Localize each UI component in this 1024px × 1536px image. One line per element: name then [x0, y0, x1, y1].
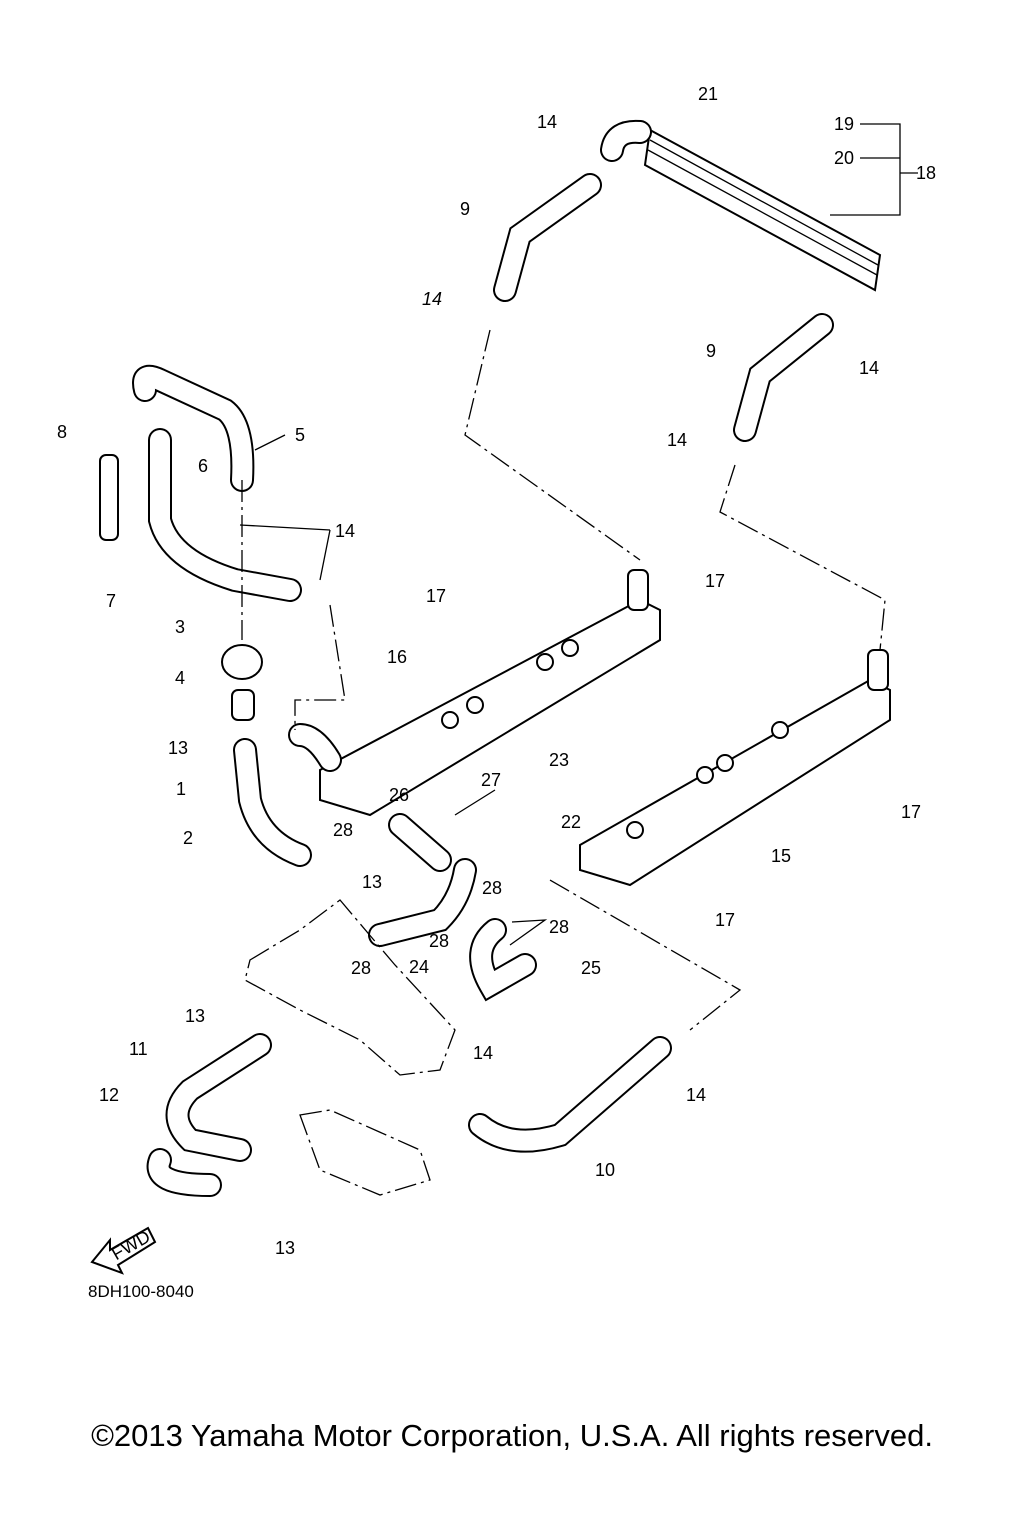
callout: 3	[175, 617, 185, 637]
callout: 13	[185, 1006, 205, 1026]
fwd-arrow-icon: FWD	[90, 1226, 157, 1275]
callout: 27	[481, 770, 501, 790]
fwd-label: FWD	[108, 1226, 153, 1264]
callout: 22	[561, 812, 581, 832]
callout: 14	[859, 358, 879, 378]
callout: 28	[429, 931, 449, 951]
callout: 13	[275, 1238, 295, 1258]
figure-code: 8DH100-8040	[88, 1282, 194, 1301]
callout: 17	[426, 586, 446, 606]
callout: 15	[771, 846, 791, 866]
callout: 14	[422, 289, 442, 309]
callout: 19	[834, 114, 854, 134]
callout: 9	[706, 341, 716, 361]
callout: 24	[409, 957, 429, 977]
callout: 9	[460, 199, 470, 219]
callout: 14	[473, 1043, 493, 1063]
callout: 5	[295, 425, 305, 445]
radiator-right	[579, 649, 891, 887]
callout: 4	[175, 668, 185, 688]
callout: 28	[549, 917, 569, 937]
callout: 13	[168, 738, 188, 758]
callout: 14	[667, 430, 687, 450]
callout: 26	[389, 785, 409, 805]
callout: 2	[183, 828, 193, 848]
callout: 16	[387, 647, 407, 667]
oil-cooler	[600, 119, 882, 292]
radiator-left	[288, 569, 661, 817]
callout: 28	[482, 878, 502, 898]
callout: 6	[198, 456, 208, 476]
callout: 14	[686, 1085, 706, 1105]
callout: 28	[351, 958, 371, 978]
callout: 14	[335, 521, 355, 541]
callout: 28	[333, 820, 353, 840]
callout: 25	[581, 958, 601, 978]
callout: 17	[901, 802, 921, 822]
callout: 7	[106, 591, 116, 611]
copyright-notice: ©2013 Yamaha Motor Corporation, U.S.A. A…	[91, 1418, 933, 1453]
callout: 17	[705, 571, 725, 591]
callout: 18	[916, 163, 936, 183]
callout: 17	[715, 910, 735, 930]
callout: 1	[176, 779, 186, 799]
callout: 11	[129, 1039, 148, 1059]
callout: 21	[698, 84, 718, 104]
callout: 12	[99, 1085, 119, 1105]
callout: 13	[362, 872, 382, 892]
callouts: 21 14 19 20 18 9 14 9 14 8 5 6 14 14 7 1…	[57, 84, 936, 1258]
callout: 10	[595, 1160, 615, 1180]
callout: 23	[549, 750, 569, 770]
callout: 8	[57, 422, 67, 442]
callout: 20	[834, 148, 854, 168]
callout: 14	[537, 112, 557, 132]
